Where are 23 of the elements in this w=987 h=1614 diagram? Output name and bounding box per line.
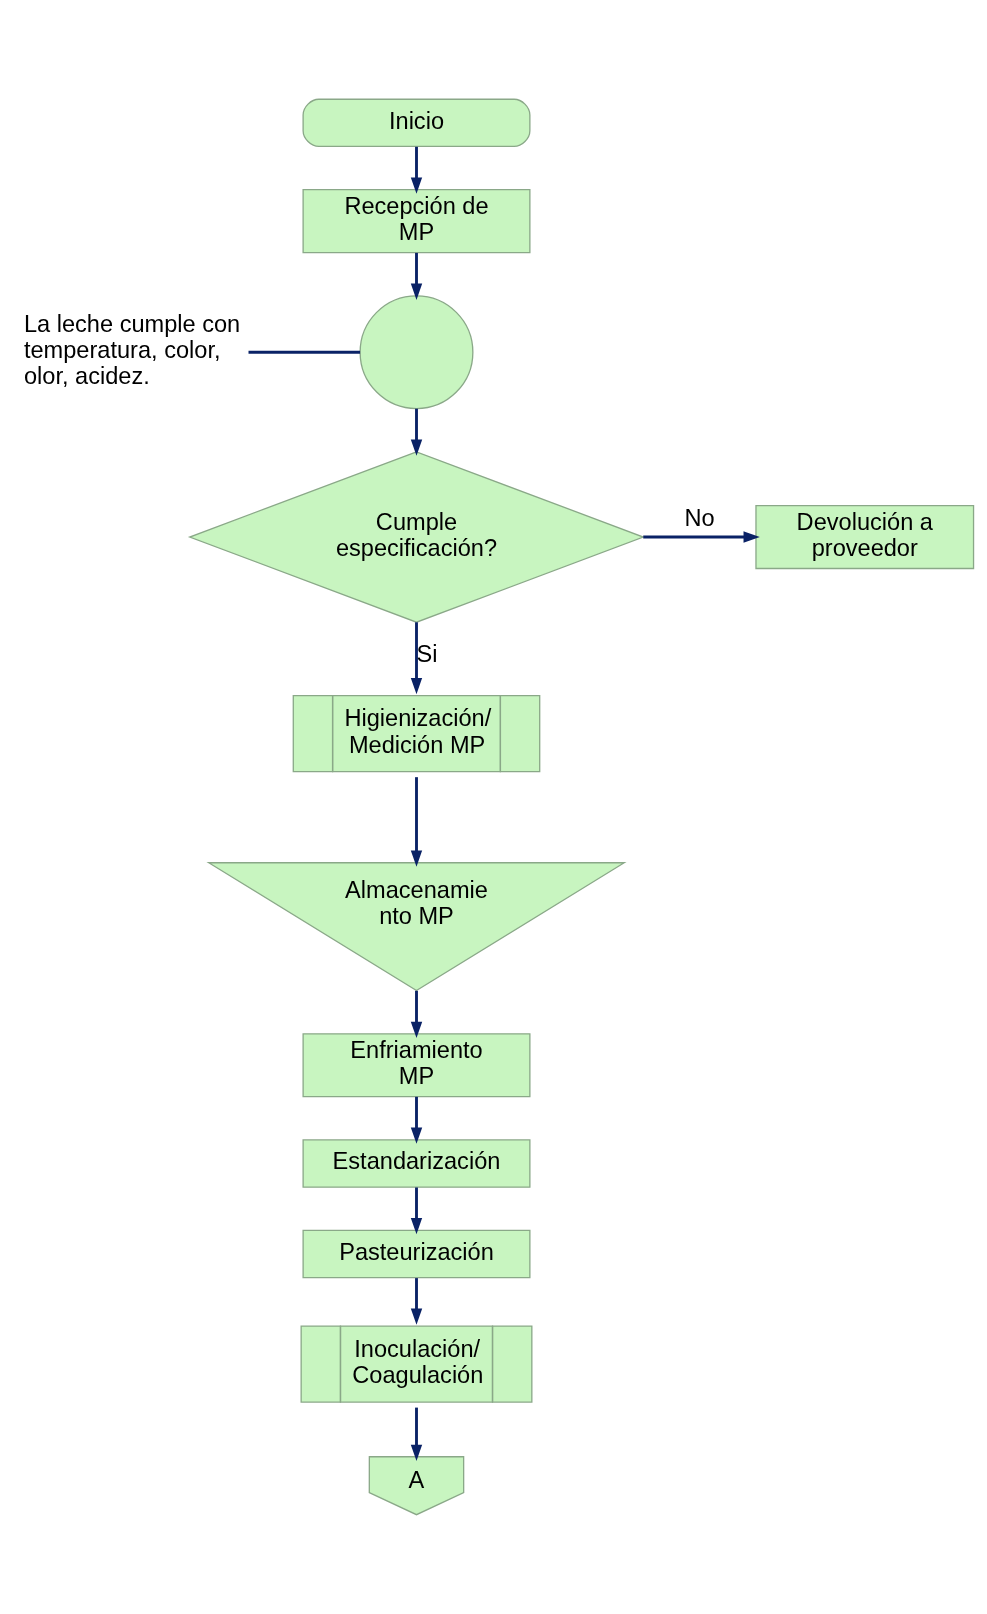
node-text: La leche cumple con temperatura, color, olor, acidez. (23, 310, 241, 390)
arrow (410, 1096, 423, 1144)
node-box: Inicio (302, 98, 531, 148)
arrow (410, 1278, 423, 1325)
arrow (410, 622, 423, 695)
connector (248, 350, 361, 354)
arrow (643, 531, 760, 543)
arrow (410, 990, 423, 1038)
node-box: Devolución a proveedor (755, 504, 975, 570)
arrow (410, 1407, 423, 1461)
node-box: Estandarización (302, 1139, 531, 1188)
node-box: Recepción de MP (302, 189, 531, 254)
node-diamond: Cumple especificación? (187, 451, 646, 623)
arrow (410, 146, 423, 194)
node-box: Enfriamiento MP (302, 1033, 531, 1098)
node-circle (359, 295, 474, 410)
arrow (410, 252, 423, 300)
node-box: Pasteurización (302, 1229, 531, 1279)
arrow (410, 408, 423, 456)
arrow (410, 1187, 423, 1235)
arrow (410, 777, 423, 867)
edge-label: No (684, 504, 715, 531)
edge-label: Si (416, 641, 438, 668)
